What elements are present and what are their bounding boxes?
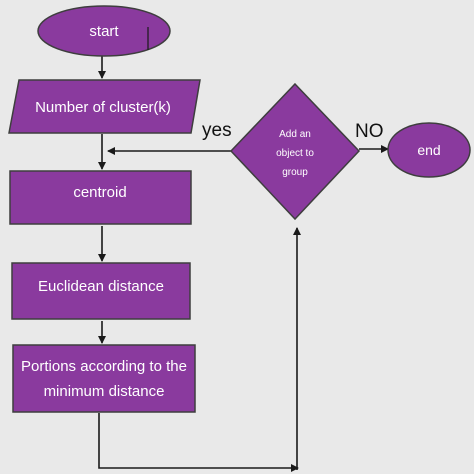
- end-node[interactable]: end: [387, 122, 471, 178]
- no-edge-label: NO: [355, 121, 384, 142]
- portions-node[interactable]: Portions according to the minimum distan…: [12, 344, 196, 413]
- decision-label-line1: Add an: [279, 129, 311, 140]
- centroid-label: centroid: [73, 184, 126, 201]
- arrow-portions-loop-bottom: [98, 413, 299, 472]
- start-node[interactable]: start: [37, 5, 171, 57]
- distance-node[interactable]: Euclidean distance: [11, 262, 191, 320]
- input-label: Number of cluster(k): [35, 99, 171, 116]
- start-label: start: [89, 23, 119, 40]
- input-node[interactable]: Number of cluster(k): [8, 79, 201, 134]
- portions-label-line2: minimum distance: [44, 383, 165, 400]
- distance-label: Euclidean distance: [38, 278, 164, 295]
- centroid-node[interactable]: centroid: [9, 170, 192, 225]
- decision-node[interactable]: Add an object to group: [229, 82, 361, 221]
- connectors: [98, 55, 389, 472]
- yes-edge-label: yes: [202, 120, 232, 141]
- portions-label-line1: Portions according to the: [21, 358, 187, 375]
- decision-label-line2: object to: [276, 148, 314, 159]
- end-label: end: [417, 142, 440, 158]
- decision-label-line3: group: [282, 167, 308, 178]
